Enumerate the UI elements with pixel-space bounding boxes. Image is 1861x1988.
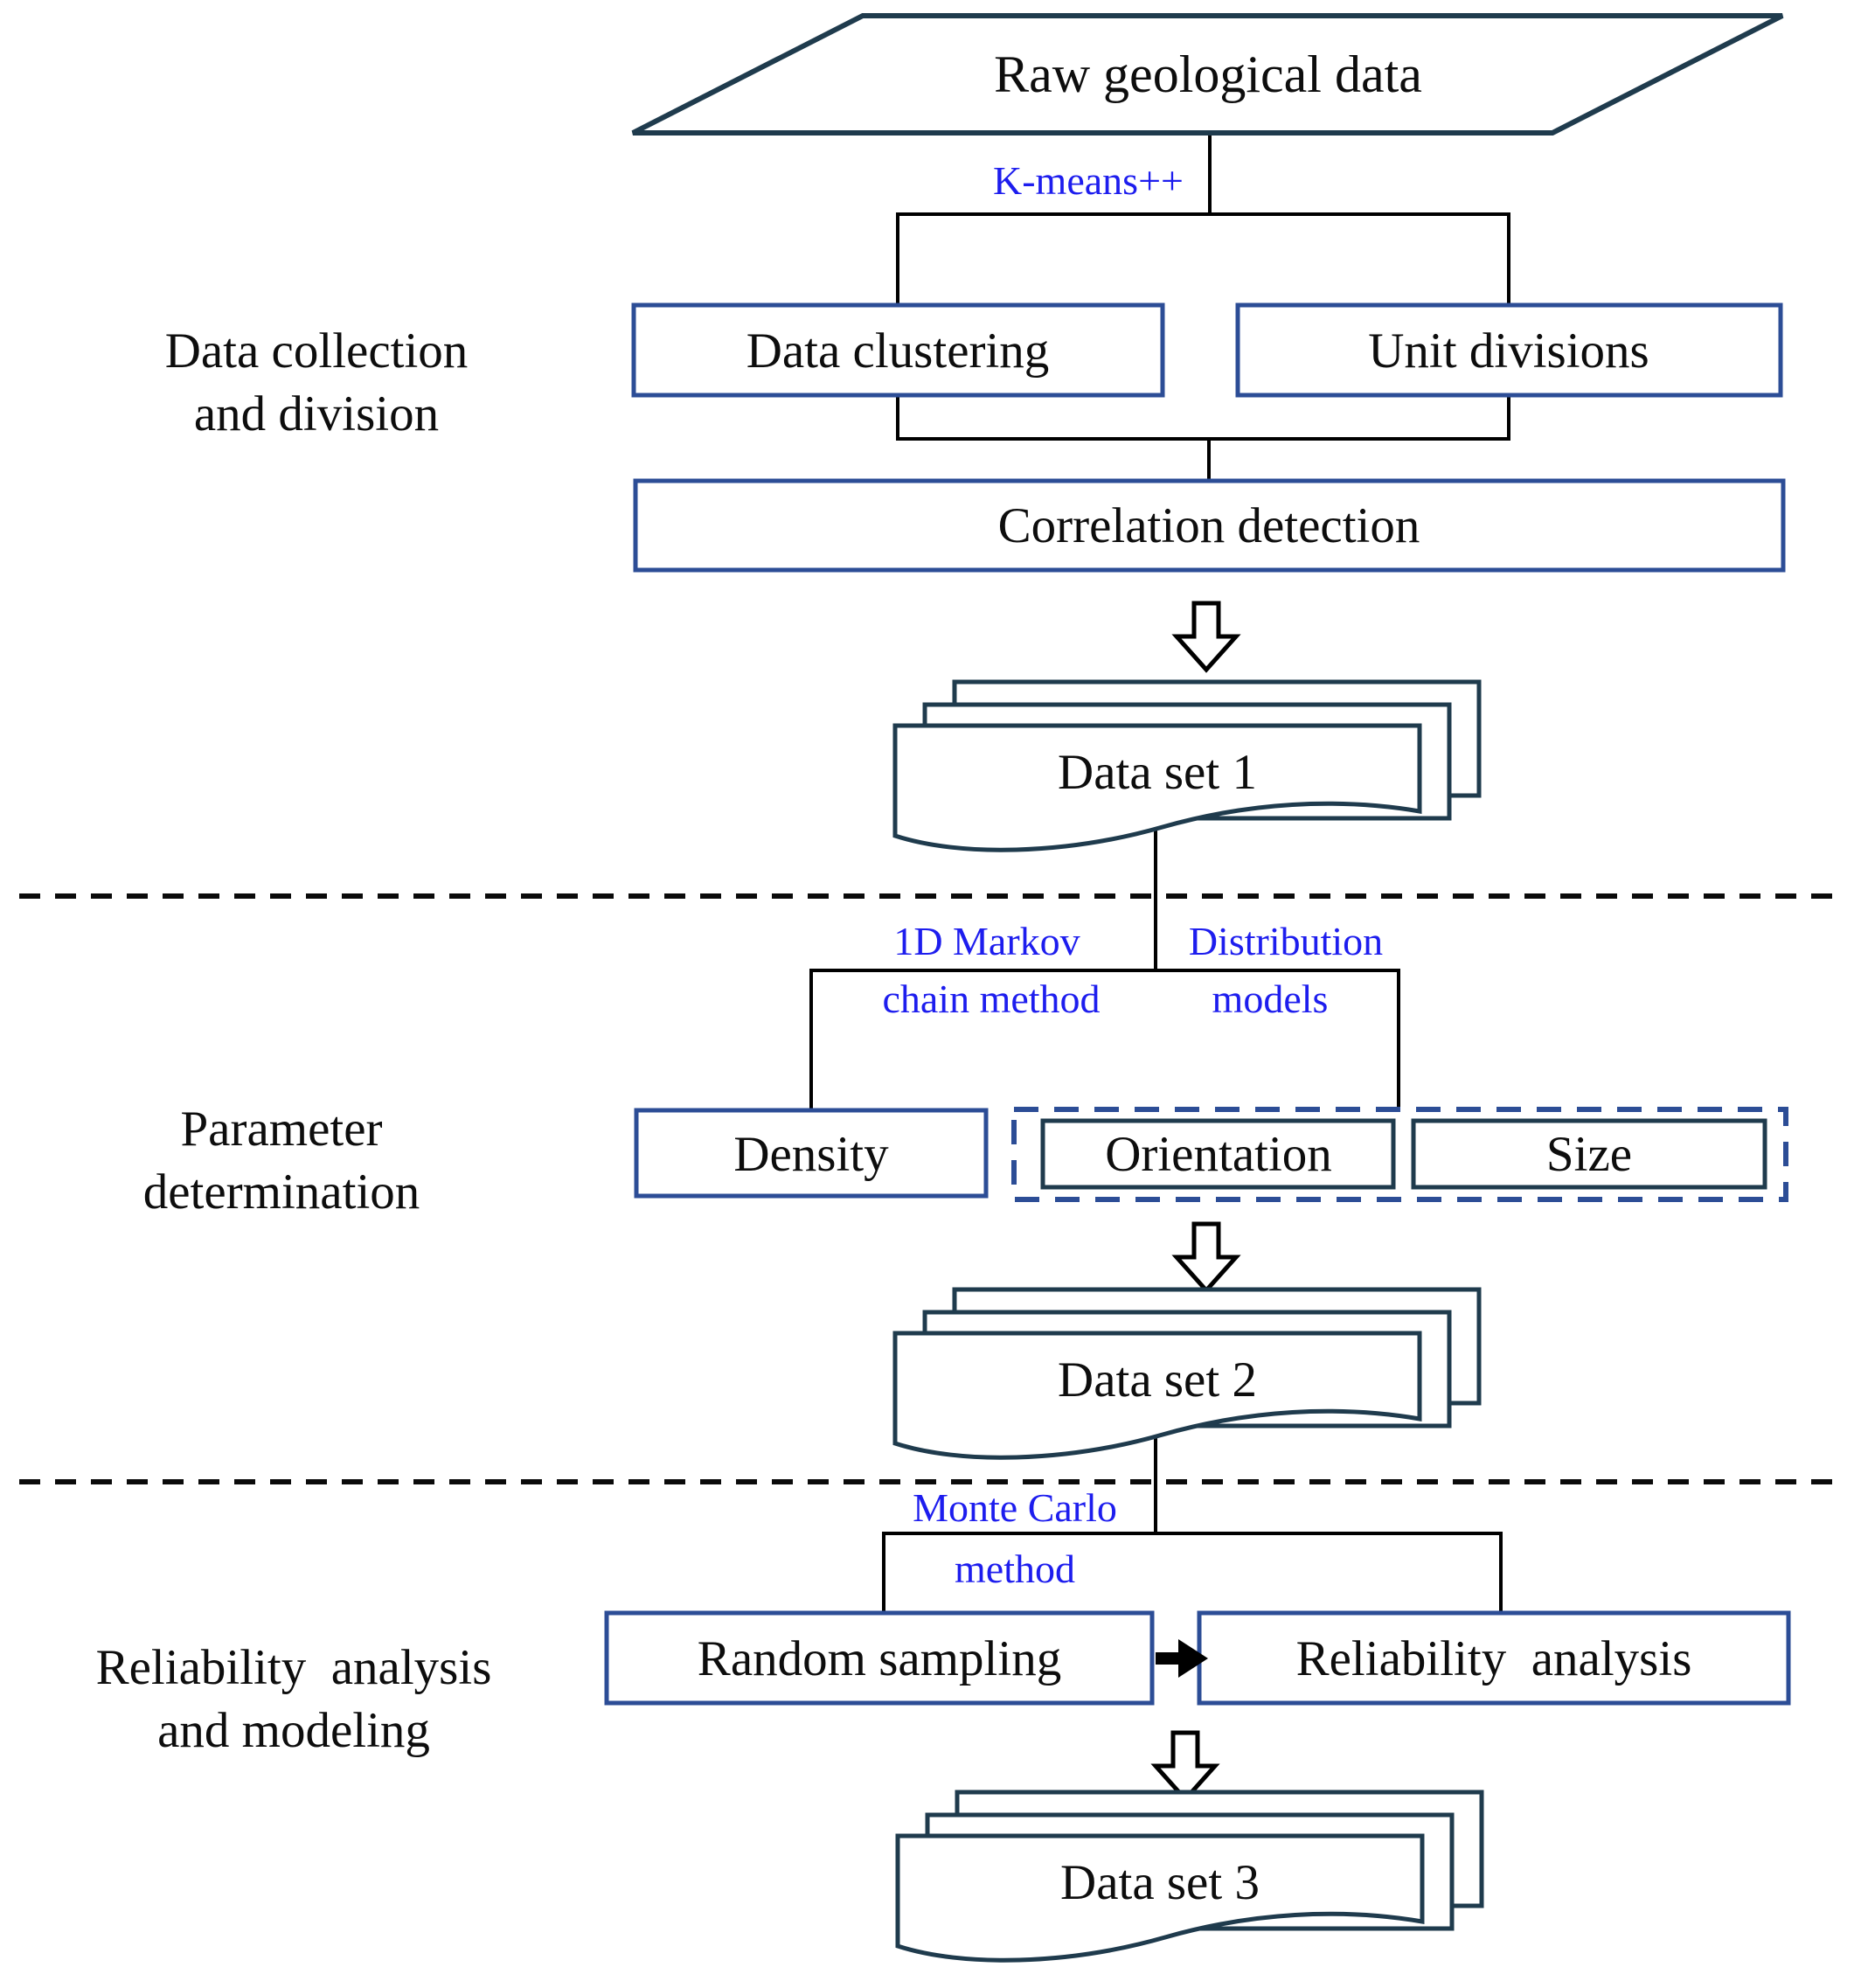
dataset1-multidocument: Data set 1 <box>892 679 1482 852</box>
orientation-label: Orientation <box>1105 1127 1332 1182</box>
stage-label-reliability-modeling: Reliability analysis and modeling <box>96 1640 492 1758</box>
correlation-detection-box <box>633 478 1786 573</box>
stage2-line2: determination <box>143 1164 420 1220</box>
unit-divisions-label: Unit divisions <box>1368 323 1649 379</box>
dataset1-label: Data set 1 <box>1058 745 1257 800</box>
dataset2-multidocument: Data set 2 <box>892 1287 1482 1460</box>
stage3-line1: Reliability analysis <box>96 1640 492 1695</box>
down-block-arrow-2 <box>1171 1221 1241 1294</box>
reliability-analysis-label: Reliability analysis <box>1296 1631 1692 1686</box>
orientation-box <box>1040 1118 1396 1190</box>
random-sampling-label: Random sampling <box>698 1631 1061 1686</box>
orientation-size-group <box>1011 1107 1788 1202</box>
size-box <box>1411 1118 1767 1190</box>
data-clustering-box <box>631 302 1165 398</box>
branch3-split <box>882 1532 1503 1613</box>
stage-label-parameter-determination: Parameter determination <box>143 1102 420 1220</box>
stage1-line2: and division <box>194 386 439 441</box>
arrow-head <box>1178 1639 1208 1678</box>
density-box <box>634 1108 989 1199</box>
branch2-split <box>809 969 1400 1110</box>
raw-data-parallelogram <box>631 13 1784 136</box>
dataset2-front-sheet <box>892 1331 1422 1460</box>
raw-data-label: Raw geological data <box>994 45 1422 103</box>
size-label: Size <box>1546 1127 1632 1182</box>
sampling-to-reliability-arrow <box>1156 1639 1208 1678</box>
dataset2-label: Data set 2 <box>1058 1352 1257 1408</box>
dataset1-front-sheet <box>892 723 1422 852</box>
density-label: Density <box>733 1127 889 1182</box>
markov-label-line2: chain method <box>882 977 1100 1021</box>
markov-label-line1: 1D Markov <box>893 919 1080 963</box>
data-clustering-label: Data clustering <box>746 323 1050 379</box>
distribution-label-line1: Distribution <box>1189 919 1383 963</box>
dataset3-front-sheet <box>895 1833 1425 1963</box>
kmeans-label: K-means++ <box>993 158 1184 203</box>
stage1-line1: Data collection <box>165 323 469 379</box>
branch1-merge <box>896 395 1510 441</box>
branch1-split <box>896 212 1510 305</box>
down-block-arrow-1 <box>1171 601 1241 673</box>
distribution-label-line2: models <box>1212 977 1329 1021</box>
stage-label-data-collection: Data collection and division <box>165 323 469 441</box>
stage3-line2: and modeling <box>157 1703 430 1758</box>
stage2-line1: Parameter <box>180 1102 382 1157</box>
montecarlo-label-line2: method <box>955 1547 1075 1591</box>
unit-divisions-box <box>1235 302 1783 398</box>
correlation-detection-label: Correlation detection <box>998 498 1420 553</box>
down-block-arrow-3 <box>1150 1730 1220 1803</box>
montecarlo-label-line1: Monte Carlo <box>913 1485 1117 1530</box>
reliability-analysis-box <box>1197 1610 1791 1706</box>
dataset3-multidocument: Data set 3 <box>895 1790 1484 1963</box>
random-sampling-box <box>604 1610 1155 1706</box>
dataset3-label: Data set 3 <box>1060 1855 1260 1910</box>
